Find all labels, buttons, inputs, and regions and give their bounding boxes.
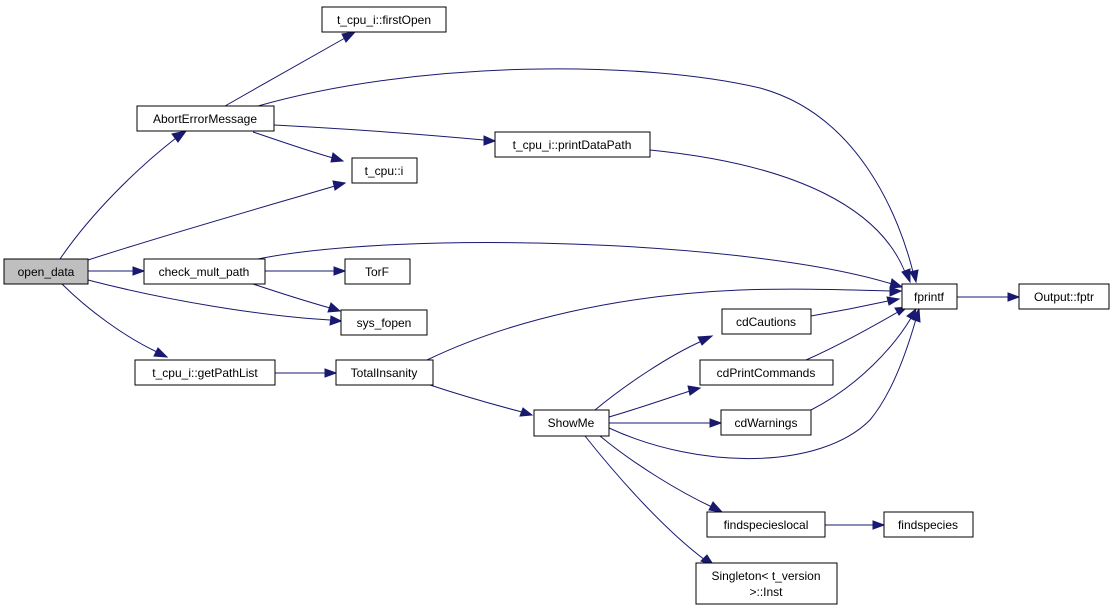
node-getPathList[interactable]: t_cpu_i::getPathList (134, 359, 276, 386)
node-label: cdWarnings (735, 416, 798, 430)
edges (59, 31, 1021, 568)
node-label: TorF (365, 265, 389, 279)
edge-ShowMe-findspecieslocal (599, 435, 713, 508)
edge-TotalInsanity-fprintf (426, 288, 891, 361)
edge-AbortErrorMessage-firstOpen (224, 37, 346, 107)
arrowhead (906, 307, 917, 321)
edge-ShowMe-fprintf (608, 318, 917, 459)
edge-open_data-sys_fopen (87, 279, 331, 321)
arrowhead (872, 520, 886, 530)
edge-ShowMe-Singleton (584, 435, 706, 561)
node-label: t_cpu::i (365, 164, 404, 178)
edge-TotalInsanity-ShowMe (426, 383, 523, 413)
arrowhead (709, 418, 723, 428)
node-label-line1: Singleton< t_version (711, 569, 820, 583)
edge-check_mult_path-sys_fopen (252, 283, 331, 309)
edge-AbortErrorMessage-printDataPath (273, 124, 485, 141)
node-check_mult_path[interactable]: check_mult_path (143, 258, 266, 285)
edge-open_data-t_cpu_i (87, 185, 336, 261)
node-printDataPath[interactable]: t_cpu_i::printDataPath (494, 131, 651, 158)
arrowhead (889, 286, 903, 297)
arrowhead (519, 407, 534, 417)
node-sys_fopen[interactable]: sys_fopen (340, 309, 428, 336)
node-AbortErrorMessage[interactable]: AbortErrorMessage (136, 105, 275, 132)
node-label: TotalInsanity (351, 366, 418, 380)
arrowhead (333, 266, 347, 276)
node-Output_fptr[interactable]: Output::fptr (1018, 283, 1110, 310)
edge-ShowMe-cdCautions (594, 340, 703, 411)
node-TorF[interactable]: TorF (344, 258, 411, 285)
arrowhead (1007, 292, 1021, 302)
edge-cdWarnings-fprintf (810, 317, 912, 411)
node-fprintf[interactable]: fprintf (901, 283, 958, 310)
node-TotalInsanity[interactable]: TotalInsanity (335, 359, 434, 386)
node-label: t_cpu_i::firstOpen (337, 13, 431, 27)
edge-ShowMe-cdPrintCommands (608, 390, 691, 418)
node-t_cpu_i[interactable]: t_cpu::i (351, 157, 418, 184)
arrowhead (332, 180, 347, 191)
node-Singleton-t_version-Inst[interactable]: Singleton< t_version >::Inst (695, 562, 838, 605)
node-label: t_cpu_i::getPathList (152, 366, 258, 380)
arrowhead (324, 368, 338, 378)
arrowhead (327, 302, 342, 313)
arrowhead (171, 130, 188, 143)
arrowhead (687, 385, 702, 396)
arrowhead (889, 278, 904, 289)
nodes: open_data t_cpu_i::firstOpen AbortErrorM… (3, 6, 1110, 605)
arrowhead (330, 152, 345, 163)
arrowhead (909, 269, 919, 284)
arrowhead (901, 268, 911, 284)
node-label: cdCautions (736, 315, 796, 329)
node-label: t_cpu_i::printDataPath (513, 138, 632, 152)
arrowhead (329, 315, 343, 326)
node-label: Output::fptr (1034, 290, 1094, 304)
node-findspecieslocal[interactable]: findspecieslocal (706, 511, 826, 538)
edge-cdCautions-fprintf (810, 300, 889, 317)
edge-check_mult_path-fprintf (257, 242, 893, 285)
edge-cdPrintCommands-fprintf (805, 311, 899, 361)
node-label: check_mult_path (159, 265, 250, 279)
node-open_data[interactable]: open_data (3, 258, 89, 285)
node-findspecies[interactable]: findspecies (883, 511, 974, 538)
arrowhead (153, 347, 169, 358)
node-label-line2: >::Inst (749, 585, 783, 599)
node-label: sys_fopen (357, 316, 412, 330)
node-label: open_data (18, 265, 75, 279)
node-label: findspecieslocal (724, 518, 809, 532)
arrowhead (886, 296, 901, 306)
node-firstOpen[interactable]: t_cpu_i::firstOpen (321, 6, 447, 33)
edge-printDataPath-fprintf (649, 149, 906, 273)
arrowhead (697, 335, 714, 346)
node-cdPrintCommands[interactable]: cdPrintCommands (699, 359, 834, 386)
arrowhead (341, 31, 357, 43)
node-label: fprintf (914, 290, 945, 304)
node-label: cdPrintCommands (717, 366, 816, 380)
node-cdWarnings[interactable]: cdWarnings (720, 409, 812, 436)
edge-AbortErrorMessage-fprintf (257, 68, 914, 273)
node-label: findspecies (898, 518, 958, 532)
edge-open_data-AbortErrorMessage (59, 137, 177, 260)
arrowhead (132, 266, 146, 276)
edge-open_data-getPathList (61, 283, 158, 353)
node-cdCautions[interactable]: cdCautions (721, 308, 812, 335)
arrowhead (483, 135, 497, 146)
node-label: AbortErrorMessage (153, 112, 257, 126)
node-ShowMe[interactable]: ShowMe (533, 409, 610, 437)
arrowhead (708, 501, 724, 513)
edge-AbortErrorMessage-t_cpu_i (252, 131, 334, 159)
node-label: ShowMe (548, 416, 595, 430)
